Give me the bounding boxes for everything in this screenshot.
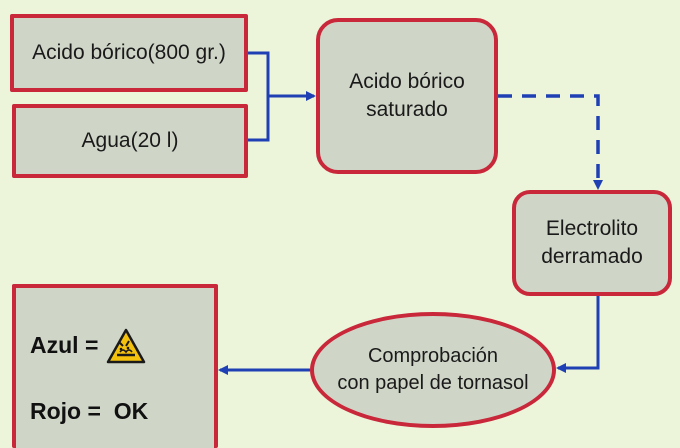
litmus-test-label-line2: con papel de tornasol: [337, 372, 529, 394]
input-boric-acid-box: Acido bórico(800 gr.): [10, 14, 248, 92]
input-boric-acid-label: Acido bórico(800 gr.): [32, 40, 226, 64]
litmus-test-ellipse: Comprobación con papel de tornasol: [310, 312, 556, 428]
result-red-row: Rojo = OK: [30, 396, 148, 427]
input-water-box: Agua(20 l): [12, 104, 248, 178]
connector-water-to-merge: [248, 96, 270, 142]
connector-acid-to-merge: [248, 51, 270, 96]
result-blue-row: Azul =: [30, 328, 146, 364]
saturated-acid-label-line1: Acido bórico: [349, 69, 465, 93]
spilled-electrolyte-label-line2: derramado: [541, 245, 643, 268]
spilled-electrolyte-box: Electrolito derramado: [512, 190, 672, 296]
arrow-spilled-to-test: [556, 296, 600, 373]
result-box: Azul = Rojo = OK: [12, 284, 218, 448]
dashed-arrow-saturated-to-spilled: [498, 94, 603, 190]
result-red-label: Rojo = OK: [30, 398, 149, 424]
input-water-label: Agua(20 l): [81, 128, 179, 152]
saturated-acid-label-line2: saturado: [366, 98, 448, 121]
spilled-electrolyte-label-line1: Electrolito: [545, 216, 639, 240]
litmus-test-label-line1: Comprobación: [367, 345, 499, 367]
corrosive-hazard-icon: [107, 328, 146, 364]
saturated-acid-box: Acido bórico saturado: [316, 18, 498, 174]
result-blue-label: Azul =: [30, 332, 99, 359]
